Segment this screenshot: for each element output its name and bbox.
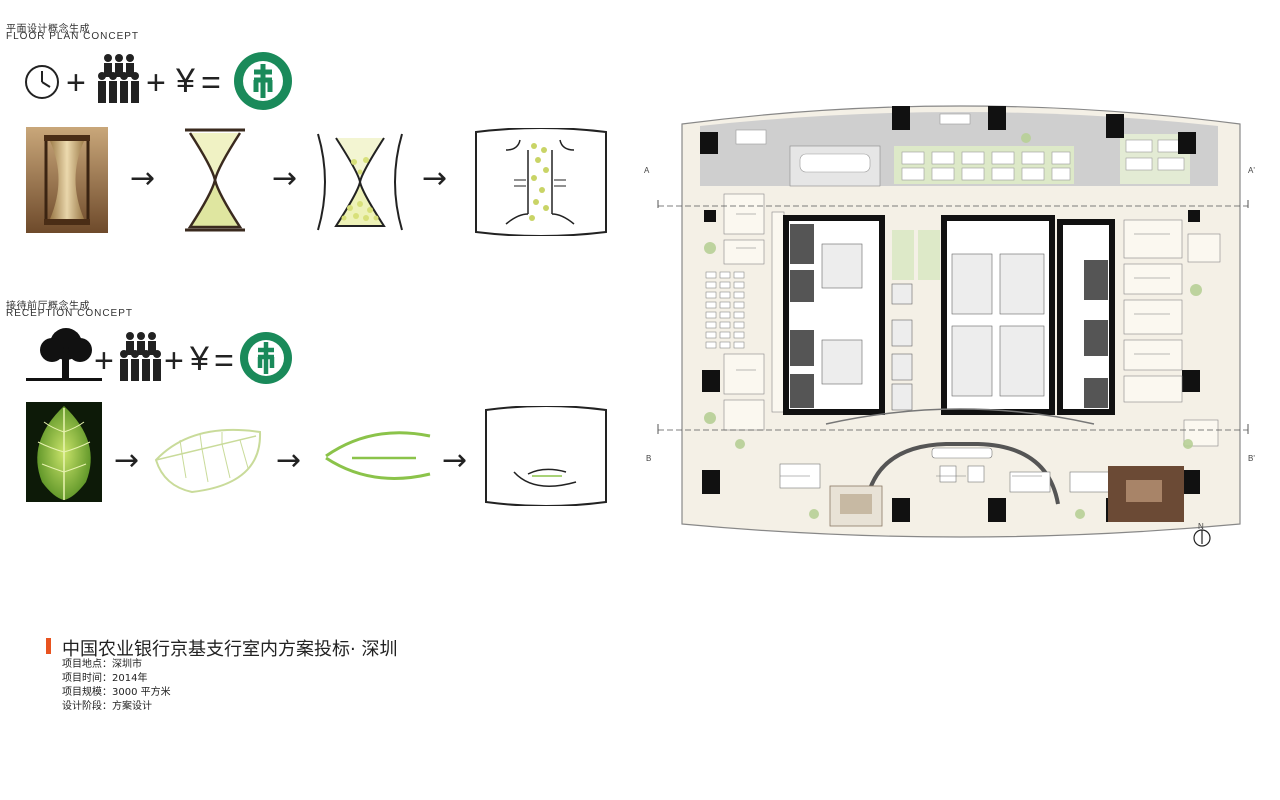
project-design-stage: 设计阶段：方案设计 <box>62 701 152 712</box>
arrow-right: → <box>276 443 302 478</box>
abc-bank-logo-icon <box>240 332 292 384</box>
plus-sign: + <box>164 342 184 380</box>
arrow-right: → <box>422 161 448 196</box>
floor-plan-concept-heading-cn: 平面设计概念生成 <box>6 24 90 35</box>
plus-sign: + <box>94 342 114 380</box>
people-group-icon <box>120 332 161 381</box>
section-label-a-prime: A' <box>1248 166 1255 175</box>
reception-concept-heading-en: RECEPTION CONCEPT <box>6 308 134 319</box>
clock-icon <box>25 65 59 99</box>
abc-bank-logo-icon <box>234 52 292 110</box>
project-title: 中国农业银行京基支行室内方案投标· 深圳 <box>62 639 398 660</box>
hourglass-outline <box>185 128 245 232</box>
section-label-a: A <box>644 166 650 175</box>
floor-plan <box>657 105 1249 547</box>
plus-sign: + <box>66 64 86 102</box>
hourglass-flow <box>317 133 403 231</box>
section-label-b-prime: B' <box>1248 454 1255 463</box>
leaf-section <box>485 406 607 506</box>
title-accent-bar <box>46 638 51 654</box>
equals-sign: = <box>201 64 221 102</box>
yen-icon: ¥ <box>190 340 209 378</box>
tree-icon <box>26 328 102 381</box>
people-group-icon <box>98 54 139 103</box>
leaf-photo <box>26 402 102 502</box>
hourglass-section <box>475 128 607 236</box>
leaf-abstract <box>325 431 431 480</box>
hourglass-photo <box>26 127 108 233</box>
project-location: 项目地点：深圳市 <box>62 659 142 670</box>
project-time: 项目时间：2014年 <box>62 673 148 684</box>
project-info: 项目地点：深圳市 项目时间：2014年 项目规模：3000 平方米 设计阶段：方… <box>62 658 171 714</box>
arrow-right: → <box>114 443 140 478</box>
arrow-right: → <box>130 161 156 196</box>
plus-sign: + <box>146 64 166 102</box>
project-scale: 项目规模：3000 平方米 <box>62 687 171 698</box>
arrow-right: → <box>272 161 298 196</box>
yen-icon: ¥ <box>176 62 195 100</box>
north-label: N <box>1198 522 1204 531</box>
arrow-right: → <box>442 443 468 478</box>
reception-concept-heading-cn: 接待前厅概念生成 <box>6 301 90 312</box>
equals-sign: = <box>214 342 234 380</box>
leaf-outline <box>154 428 262 494</box>
section-label-b: B <box>646 454 652 463</box>
floor-plan-concept-heading-en: FLOOR PLAN CONCEPT <box>6 31 140 42</box>
